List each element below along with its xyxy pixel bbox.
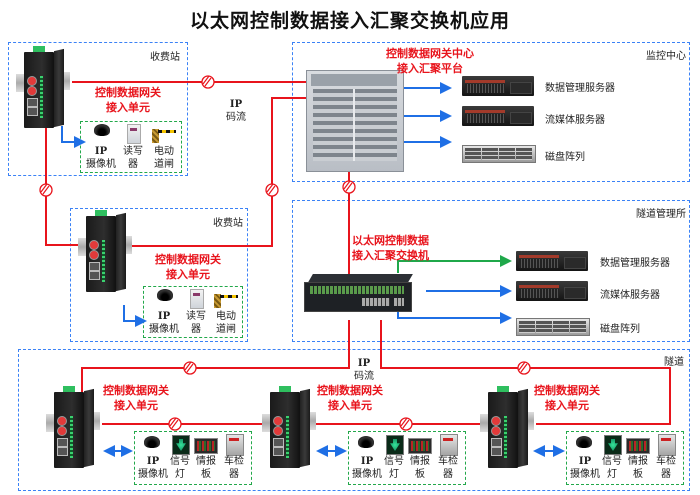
card-reader-icon — [190, 289, 204, 309]
device-label: 读写器 — [186, 311, 206, 335]
gateway-tunnel-3 — [480, 386, 534, 468]
signal-light-icon — [172, 435, 190, 455]
signal-light-icon — [386, 435, 404, 455]
gateway-label-tunnel-3: 控制数据网关接入单元 — [534, 384, 600, 412]
vehicle-detector-icon — [440, 434, 458, 456]
streaming-server-icon — [462, 106, 534, 126]
ip-camera-icon — [142, 436, 162, 452]
green-link-agg-server1 — [397, 255, 512, 273]
zone-label-tunnel-mgmt: 隧道管理所 — [636, 209, 686, 220]
center-aggregation-platform — [306, 70, 404, 172]
server-label: 流媒体服务器 — [600, 290, 660, 301]
barrier-gate-icon — [152, 127, 176, 143]
zone-tunnel — [18, 349, 690, 491]
center-platform-label: 控制数据网关中心接入汇聚平台 — [386, 47, 474, 75]
aggregation-switch — [300, 274, 413, 312]
fiber-link-agg-tunnel-top — [81, 320, 350, 395]
device-label: 信号灯 — [384, 456, 404, 480]
device-label: 车检器 — [224, 456, 244, 480]
device-label: 读写器 — [123, 146, 143, 170]
ip-camera-icon — [155, 289, 175, 305]
zone-label-tunnel: 隧道 — [664, 357, 684, 368]
server-label: 磁盘阵列 — [600, 324, 640, 335]
server-label: 流媒体服务器 — [545, 115, 605, 126]
gateway-toll-2 — [78, 210, 132, 292]
signal-light-icon — [604, 435, 622, 455]
vehicle-detector-icon — [226, 434, 244, 456]
vehicle-detector-icon — [658, 434, 676, 456]
fiber-link-toll1-toll2 — [45, 126, 80, 246]
disk-array-icon — [462, 145, 536, 163]
server-label: 磁盘阵列 — [545, 152, 585, 163]
server-label: 数据管理服务器 — [545, 83, 615, 94]
device-label: 电动道闸 — [154, 146, 174, 170]
info-board-icon — [408, 438, 432, 454]
zone-tunnel-mgmt — [292, 200, 690, 342]
zone-monitor-center — [292, 42, 690, 182]
fiber-link-agg-tunnel-right — [380, 320, 671, 425]
device-label: 信号灯 — [602, 456, 622, 480]
card-reader-icon — [127, 124, 141, 144]
lan-link-agg-disk — [397, 307, 512, 324]
device-group-tunnel-3 — [566, 431, 684, 485]
lan-link-toll2-devices — [123, 305, 147, 327]
diagram-title: 以太网控制数据接入汇聚交换机应用 — [189, 10, 510, 32]
disk-array-icon — [516, 318, 590, 336]
device-label: 信号灯 — [170, 456, 190, 480]
zone-label-monitor-center: 监控中心 — [646, 51, 686, 62]
gateway-label-toll-2: 控制数据网关接入单元 — [155, 253, 221, 281]
zone-toll-station-1 — [8, 42, 188, 176]
ip-camera-icon — [92, 124, 112, 140]
device-label: 电动道闸 — [216, 311, 236, 335]
device-group-tunnel-1 — [134, 431, 252, 485]
gateway-label-tunnel-1: 控制数据网关接入单元 — [103, 384, 169, 412]
gateway-toll-1 — [16, 46, 70, 128]
server-label: 数据管理服务器 — [600, 258, 670, 269]
zone-label-toll-station-2: 收费站 — [213, 218, 243, 229]
device-group-tunnel-2 — [348, 431, 466, 485]
device-group-toll-2 — [143, 286, 243, 338]
device-label: 车检器 — [438, 456, 458, 480]
device-label: 情报板 — [410, 456, 430, 480]
zone-label-toll-station-1: 收费站 — [150, 52, 180, 63]
device-label: 情报板 — [628, 456, 648, 480]
zone-toll-station-2 — [70, 208, 248, 342]
device-label: 情报板 — [196, 456, 216, 480]
gateway-label-toll-1: 控制数据网关接入单元 — [95, 86, 161, 114]
data-management-server-icon — [516, 251, 588, 271]
gateway-tunnel-1 — [46, 386, 100, 468]
device-label: 车检器 — [656, 456, 676, 480]
info-board-icon — [194, 438, 218, 454]
lan-link-toll1-devices — [61, 126, 86, 148]
fiber-link-toll2-center — [130, 97, 310, 247]
gateway-label-tunnel-2: 控制数据网关接入单元 — [317, 384, 383, 412]
barrier-gate-icon — [214, 292, 238, 308]
data-management-server-icon — [462, 76, 534, 96]
info-board-icon — [626, 438, 650, 454]
gateway-tunnel-2 — [262, 386, 316, 468]
ip-camera-icon — [574, 436, 594, 452]
ip-camera-icon — [356, 436, 376, 452]
aggregation-switch-label: 以太网控制数据接入汇聚交换机 — [352, 234, 429, 262]
streaming-server-icon — [516, 281, 588, 301]
